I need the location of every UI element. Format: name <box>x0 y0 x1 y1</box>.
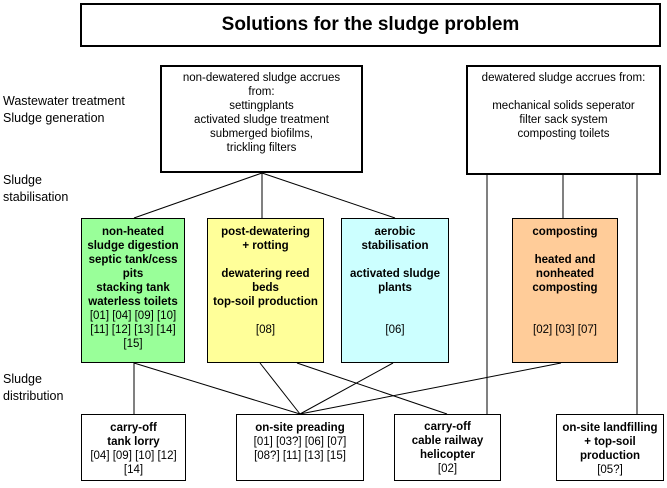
reference-list: [01] [03?] [06] [07] <box>253 436 347 448</box>
label-sludge-generation: Wastewater treatment Sludge generation <box>3 93 125 127</box>
connector-line <box>133 362 301 415</box>
box-title-line: activated sludge <box>349 268 441 280</box>
box-title-line: top-soil production <box>213 296 318 308</box>
label-sludge-stabilisation: Sludge stabilisation <box>3 172 68 206</box>
connector-line <box>299 362 562 415</box>
source-text-line: mechanical solids seperator <box>492 100 635 112</box>
diagram-title: Solutions for the sludge problem <box>80 3 661 47</box>
box-title-line: on-site preading <box>255 422 345 434</box>
box-title-line: carry-off <box>424 421 471 433</box>
box-title-line: plants <box>378 282 412 294</box>
box-title-line: composting <box>532 282 598 294</box>
side-label-line: Sludge <box>3 173 42 187</box>
source-text-line: dewatered sludge accrues from: <box>481 72 646 84</box>
distribution-on-site-landfilling: on-site landfilling + top-soil productio… <box>556 414 664 481</box>
reference-list: [02] <box>437 463 458 475</box>
box-title-line: pits <box>122 268 144 280</box>
box-title-line <box>208 253 323 267</box>
box-title-line: stabilisation <box>361 240 429 252</box>
box-title-line: non-heated <box>102 226 164 238</box>
reference-list: [15] <box>123 338 143 350</box>
box-title-line: + top-soil <box>584 436 636 448</box>
source-text-line: settingplants <box>229 100 294 112</box>
source-text-line: submerged biofilms, <box>210 128 313 140</box>
box-title-line: septic tank/cess <box>88 254 178 266</box>
box-title-line <box>513 239 617 253</box>
reference-list: [01] [04] [09] [10] <box>89 310 177 322</box>
source-dewatered: dewatered sludge accrues from: mechanica… <box>466 65 661 175</box>
stabilisation-post-dewatering: post-dewatering + rotting dewatering ree… <box>207 218 324 363</box>
side-label-line: Wastewater treatment <box>3 94 125 108</box>
reference-list: [04] [09] [10] [12] <box>90 450 177 462</box>
connector-line <box>261 172 396 219</box>
reference-list: [05?] <box>597 464 623 476</box>
connector-line <box>296 362 448 415</box>
box-title-line: beds <box>252 282 279 294</box>
box-title-line: stacking tank <box>96 282 170 294</box>
distribution-cable-railway: carry-off cable railway helicopter [02] <box>394 414 501 481</box>
stabilisation-aerobic: aerobic stabilisation activated sludge p… <box>341 218 449 363</box>
side-label-line: Sludge generation <box>3 111 105 125</box>
side-label-line: Sludge <box>3 372 42 386</box>
connector-line <box>259 362 301 415</box>
distribution-tank-lorry: carry-off tank lorry [04] [09] [10] [12]… <box>81 414 186 481</box>
reference-list: [14] <box>123 464 144 476</box>
source-text-line: composting toilets <box>517 128 610 140</box>
source-text-line: trickling filters <box>226 142 297 154</box>
box-title-line: composting <box>532 226 598 238</box>
box-title-line: carry-off <box>110 422 157 434</box>
source-text-line: activated sludge treatment <box>194 114 329 126</box>
source-non-dewatered: non-dewatered sludge accrues from: setti… <box>160 65 363 173</box>
connector-line <box>133 172 263 219</box>
source-text-line: from: <box>248 86 275 98</box>
box-title-line <box>342 253 448 267</box>
box-title-line: cable railway <box>411 435 484 447</box>
box-title-line: tank lorry <box>107 436 160 448</box>
reference-list: [11] [12] [13] [14] <box>90 324 176 336</box>
box-title-line: helicopter <box>420 449 475 461</box>
box-title-line: + rotting <box>242 240 289 252</box>
box-title-line: aerobic <box>374 226 416 238</box>
reference-list: [02] [03] [07] <box>533 324 597 336</box>
box-title-line: post-dewatering <box>221 226 310 238</box>
connector-line <box>299 362 394 415</box>
source-text-line: filter sack system <box>519 114 608 126</box>
source-text-line <box>468 85 659 99</box>
box-title-line: dewatering reed <box>221 268 310 280</box>
box-title-line: production <box>579 450 641 462</box>
box-title-line: waterless toilets <box>88 296 178 308</box>
box-title-line: on-site landfilling <box>562 422 658 434</box>
reference-list: [08] <box>255 324 276 336</box>
reference-list: [08?] [11] [13] [15] <box>254 450 346 462</box>
side-label-line: stabilisation <box>3 190 69 204</box>
source-text-line: non-dewatered sludge accrues <box>182 72 341 84</box>
box-title-line: heated and <box>534 254 596 266</box>
box-title-line: sludge digestion <box>87 240 179 252</box>
side-label-line: distribution <box>3 389 64 403</box>
label-sludge-distribution: Sludge distribution <box>3 371 63 405</box>
box-title-line: nonheated <box>535 268 595 280</box>
distribution-on-site-preading: on-site preading [01] [03?] [06] [07] [0… <box>236 414 364 481</box>
stabilisation-non-heated-digestion: non-heated sludge digestion septic tank/… <box>81 218 185 363</box>
stabilisation-composting: composting heated and nonheated composti… <box>512 218 618 363</box>
reference-list: [06] <box>385 324 405 336</box>
